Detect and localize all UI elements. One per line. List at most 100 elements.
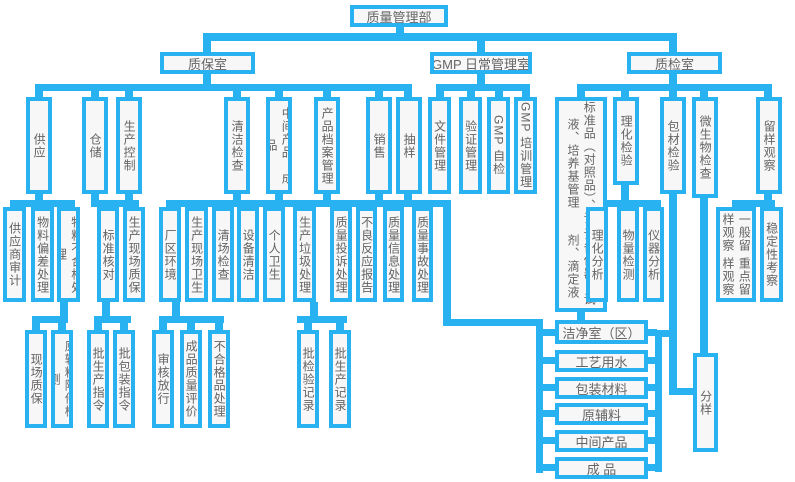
connector-line [764, 91, 772, 97]
org-node-quality-info-handling: 质量信息处理 [383, 207, 404, 302]
org-node-production-site-hygiene: 生产现场卫生 [185, 207, 208, 302]
org-node-label: 生产现场卫生 [189, 215, 204, 294]
connector-line [166, 200, 278, 207]
org-node-validation-management: 验证管理 [459, 97, 482, 194]
connector-line [35, 91, 43, 97]
org-node-label: 生产现场质保 [127, 215, 142, 294]
org-node-label: 现场质保 [29, 353, 44, 405]
org-node-qa-office: 质保室 [160, 52, 255, 74]
org-node-label: 审核放行 [156, 353, 171, 405]
org-node-qc-office: 质检室 [627, 52, 722, 74]
org-node-label: 个人卫生 [267, 228, 282, 281]
org-node-label: 文件管理 [432, 119, 447, 172]
connector-line [203, 41, 211, 52]
connector-line [35, 84, 412, 91]
connector-line [477, 41, 485, 52]
connector-line [404, 91, 412, 97]
org-node-label: 质保室 [187, 56, 227, 72]
connector-line [669, 388, 693, 395]
org-node-label: GMP 培训管理 [518, 102, 533, 189]
connector-line [436, 91, 444, 97]
connector-line [233, 91, 241, 97]
org-node-label: 抽样 [402, 132, 417, 159]
org-node-label: 不良反应报告 [359, 215, 374, 294]
connector-line [275, 91, 283, 97]
org-node-production-waste-handling: 生产垃圾处理 [293, 207, 316, 302]
connector-line [91, 194, 99, 200]
org-node-label: 仪器分析 [646, 228, 661, 281]
org-node-instrument-analysis: 仪器分析 [643, 207, 664, 302]
org-node-label: 包装材料 [575, 381, 628, 397]
connector-line [669, 91, 677, 97]
connector-line [35, 194, 43, 200]
connector-line [215, 323, 223, 330]
org-node-label: 生产垃圾处理 [297, 215, 312, 294]
connector-line [233, 194, 241, 200]
connector-line [541, 329, 555, 336]
org-node-label: 厂区环境 [163, 228, 178, 281]
connector-line [297, 316, 347, 323]
org-node-sample-division: 分样 [693, 353, 718, 452]
connector-line [700, 91, 708, 97]
connector-line [669, 74, 677, 84]
org-node-label: GMP 自检 [491, 115, 506, 176]
org-node-label: 标准品（对照品）、试液、培养基管理 [566, 101, 597, 226]
org-node-document-management: 文件管理 [428, 97, 451, 194]
connector-line [32, 316, 68, 323]
org-node-label: 供应 [32, 132, 47, 159]
org-node-equipment-cleaning: 设备清洁 [237, 207, 259, 302]
org-node-microbial-inspection: 微生物检查 [692, 97, 718, 198]
connector-line [404, 194, 412, 200]
connector-line [621, 185, 629, 200]
org-node-label: 批生产记录 [333, 346, 348, 412]
connector-line [621, 91, 629, 97]
connector-line [396, 27, 404, 33]
org-node-label: 验证管理 [463, 119, 478, 172]
org-node-label: 理化检验 [619, 115, 634, 167]
org-node-packaging-materials: 包装材料 [555, 377, 648, 399]
connector-line [436, 84, 530, 91]
org-node-label: 清洁检查 [230, 119, 245, 172]
org-node-retention-observation-detail: 一般留样观察重点留样观察 [716, 207, 756, 302]
connector-line [646, 384, 657, 391]
org-node-physico-chemical-analysis: 理化分析 [586, 207, 608, 302]
org-node-stability-study: 稳定性考察 [760, 207, 783, 302]
connector-line [646, 357, 657, 364]
org-node-gmp-self-inspection: GMP 自检 [487, 97, 510, 194]
connector-line [732, 200, 775, 207]
org-node-personal-hygiene: 个人卫生 [263, 207, 285, 302]
org-node-label: 中间产品 [575, 434, 628, 450]
connector-line [323, 194, 331, 200]
org-node-label: 质量事故处理 [415, 215, 430, 294]
org-node-quality-management-dept: 质量管理部 [350, 5, 448, 27]
org-node-clearance-inspection: 清场检查 [212, 207, 234, 302]
connector-line [91, 91, 99, 97]
org-node-product-archive-management: 产品档案管理 [314, 97, 340, 194]
org-node-raw-material-accessory-testing: 原辅料附件检测 [51, 330, 73, 428]
org-node-label: 中间产品、成品 [266, 106, 292, 185]
connector-line [541, 464, 555, 471]
org-node-label: 包材检验 [666, 119, 681, 172]
connector-line [646, 464, 657, 471]
connector-line [655, 330, 675, 337]
connector-line [577, 84, 772, 91]
org-node-label: 成品质量评价 [184, 340, 199, 418]
connector-line [375, 91, 383, 97]
org-node-physico-chemical-inspection: 理化检验 [613, 97, 639, 185]
connector-line [275, 194, 283, 200]
org-node-nonconforming-product-handling: 不合格品处理 [208, 330, 230, 428]
org-node-batch-production-instruction: 批生产指令 [87, 330, 109, 428]
org-node-intermediate-finished-products: 中间产品、成品 [266, 97, 292, 194]
connector-line [323, 91, 331, 97]
connector-line [541, 410, 555, 417]
org-node-label: 原辅料 [581, 407, 621, 423]
org-node-label: 生产控制 [122, 119, 137, 172]
org-node-label: 物料不合格处理 [57, 215, 80, 294]
org-node-supply: 供应 [26, 97, 52, 194]
org-node-label: 洁净室（区） [562, 325, 641, 341]
connector-line [172, 302, 180, 316]
connector-line [669, 41, 677, 52]
org-node-finished-product-quality-evaluation: 成品质量评价 [180, 330, 202, 428]
org-node-sales: 销售 [366, 97, 392, 194]
